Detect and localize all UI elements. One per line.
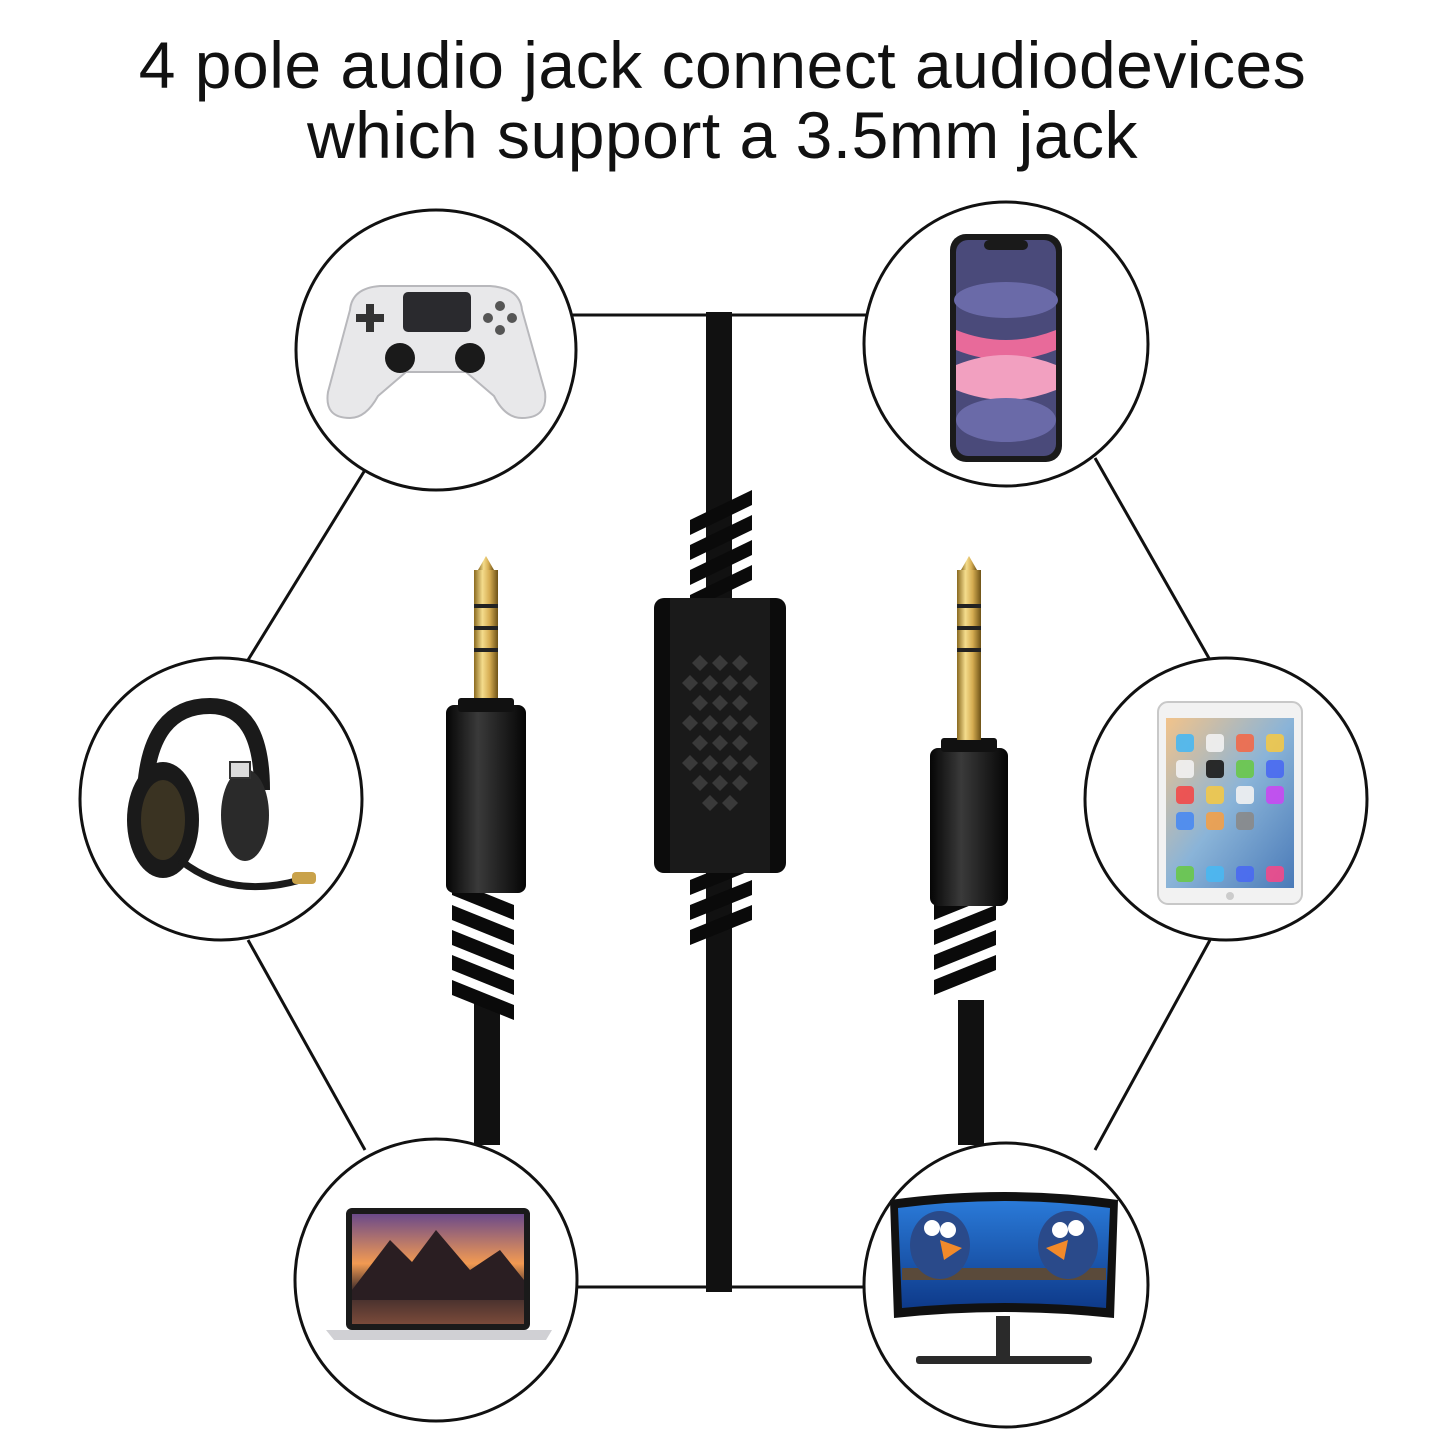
headset-icon [127, 697, 316, 891]
gamepad-icon [326, 285, 547, 420]
device-smartphone [862, 200, 1150, 488]
device-game-controller [294, 208, 578, 492]
left-jack-plug [446, 556, 526, 1145]
headline-line-1: 4 pole audio jack connect audiodevices [138, 28, 1307, 102]
monitor-icon [890, 1192, 1118, 1364]
headline: 4 pole audio jack connect audiodevices w… [0, 30, 1445, 170]
clip-grip-pattern [682, 655, 758, 811]
device-gaming-headset [78, 656, 364, 942]
device-monitor [862, 1141, 1150, 1429]
headline-line-2: which support a 3.5mm jack [306, 98, 1138, 172]
tablet-icon [1157, 701, 1303, 905]
right-jack-plug [930, 556, 1008, 1145]
laptop-icon [326, 1208, 552, 1340]
center-cable [654, 312, 786, 1292]
device-laptop [293, 1137, 579, 1423]
phone-icon [950, 234, 1062, 462]
device-tablet [1083, 656, 1369, 942]
